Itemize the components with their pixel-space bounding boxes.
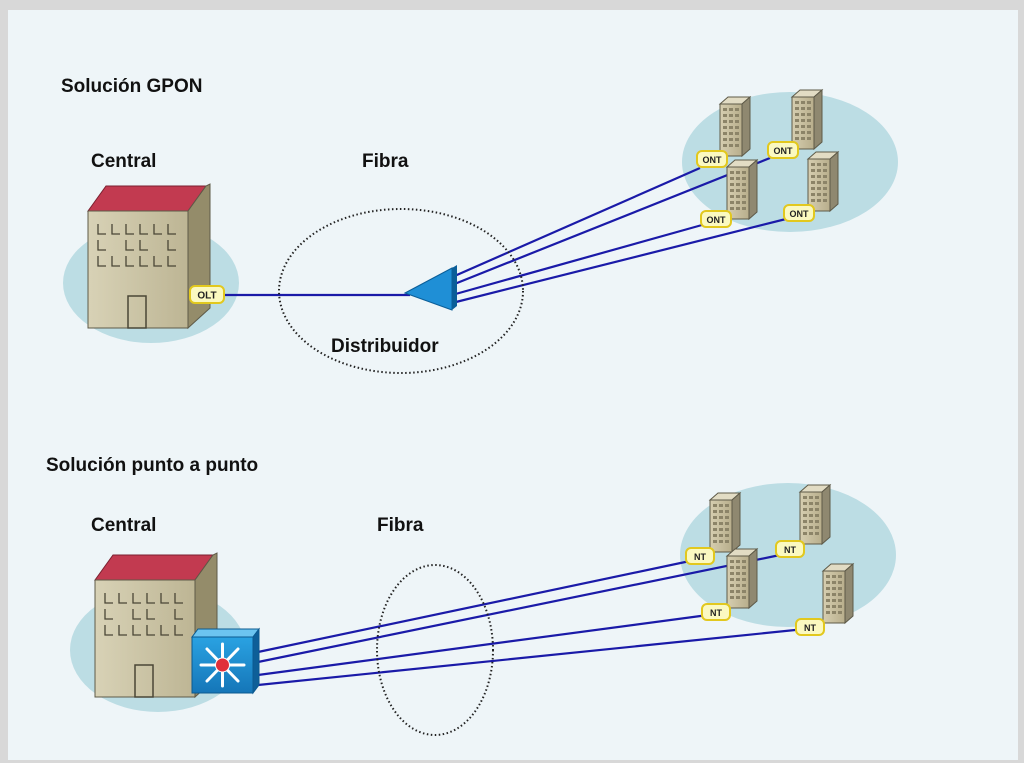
ont-tag: ONT [767,141,799,159]
tower-building-icon [726,159,758,220]
ont-tag-label: ONT [790,209,810,219]
gpon-fiber-ring [278,208,524,374]
olt-tag: OLT [189,285,225,304]
ont-tag-label: ONT [774,146,794,156]
nt-tag-label: NT [804,623,816,633]
p2p-fiber-label: Fibra [377,515,424,536]
nt-tag: NT [795,618,825,636]
gpon-title: Solución GPON [61,76,202,97]
gpon-central-label: Central [91,151,156,172]
nt-tag: NT [701,603,731,621]
gpon-fiber-lines [210,156,791,305]
tower-building-icon [709,492,741,553]
ont-tag: ONT [783,204,815,222]
nt-tag: NT [685,547,715,565]
p2p-title: Solución punto a punto [46,455,258,476]
ont-tag-label: ONT [707,215,727,225]
optical-splitter-icon [403,265,457,311]
tower-building-icon [799,484,831,545]
olt-tag-label: OLT [197,291,216,302]
p2p-fiber-ring [376,564,494,736]
multilayer-switch-icon [191,627,260,695]
nt-tag-label: NT [784,545,796,555]
nt-tag: NT [775,540,805,558]
ont-tag: ONT [696,150,728,168]
nt-tag-label: NT [694,552,706,562]
tower-building-icon [822,563,854,624]
p2p-fiber-lines [257,553,806,687]
tower-building-icon [719,96,751,157]
tower-building-icon [726,548,758,609]
central-office-building-icon [87,183,211,329]
ont-tag-label: ONT [703,155,723,165]
nt-tag-label: NT [710,608,722,618]
tower-building-icon [791,89,823,150]
p2p-central-label: Central [91,515,156,536]
splitter-label: Distribuidor [331,336,439,357]
gpon-fiber-label: Fibra [362,151,409,172]
tower-building-icon [807,151,839,212]
ont-tag: ONT [700,210,732,228]
